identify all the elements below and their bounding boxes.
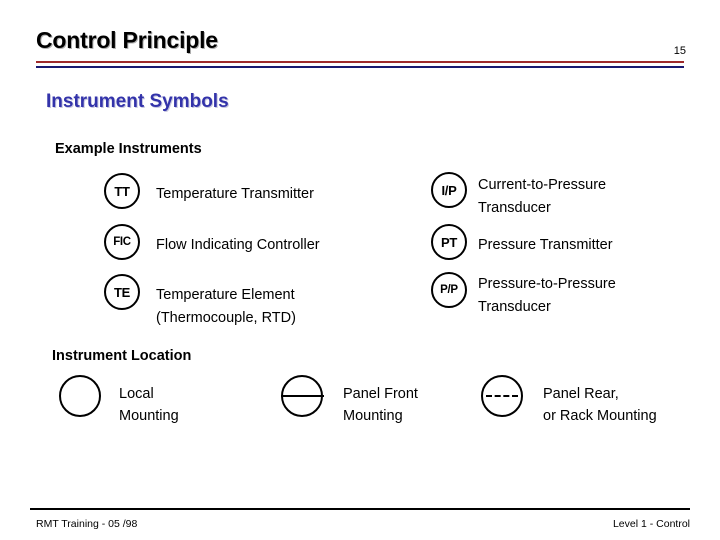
instrument-tag-label: TT bbox=[114, 183, 130, 199]
instrument-bubble-te: TE bbox=[104, 274, 140, 310]
instrument-bubble-fic: FIC bbox=[104, 224, 140, 260]
instrument-tag-label: PT bbox=[440, 234, 457, 250]
location-symbol-panel-front-icon bbox=[280, 375, 324, 417]
footer-left-text: RMT Training - 05 /98 bbox=[36, 518, 138, 530]
header-rule-navy bbox=[36, 66, 684, 68]
location-label-local-mounting: Local Mounting bbox=[119, 386, 179, 425]
subheading-example-instruments: Example Instruments bbox=[55, 141, 202, 157]
instrument-description-pp: Pressure-to-Pressure Transducer bbox=[478, 276, 616, 316]
instrument-description-ip: Current-to-Pressure Transducer bbox=[478, 177, 607, 217]
location-symbol-local-mounting-icon bbox=[59, 375, 101, 417]
page-number: 15 bbox=[673, 45, 686, 57]
location-label-panel-rear: Panel Rear, or Rack Mounting bbox=[543, 386, 657, 425]
instrument-tag-label: FIC bbox=[113, 236, 131, 248]
instrument-tag-label: TE bbox=[113, 284, 130, 300]
instrument-bubble-pt: PT bbox=[431, 224, 467, 260]
dashed-line-icon bbox=[486, 394, 518, 397]
header-rule-red bbox=[36, 61, 684, 63]
footer-rule bbox=[30, 508, 690, 510]
instrument-description-tt: Temperature Transmitter bbox=[156, 186, 314, 202]
instrument-bubble-ip: I/P bbox=[431, 172, 467, 208]
instrument-bubble-pp: P/P bbox=[431, 272, 467, 308]
instrument-description-fic: Flow Indicating Controller bbox=[156, 237, 320, 253]
solid-line-icon bbox=[280, 394, 324, 398]
instrument-description-pt: Pressure Transmitter bbox=[478, 237, 613, 253]
subheading-instrument-location: Instrument Location bbox=[52, 348, 192, 364]
footer-right-text: Level 1 - Control bbox=[612, 518, 690, 530]
instrument-tag-label: I/P bbox=[441, 182, 457, 198]
page-title: Control Principle bbox=[36, 27, 218, 53]
section-heading-instrument-symbols: Instrument Symbols bbox=[46, 91, 229, 112]
instrument-description-te: Temperature Element (Thermocouple, RTD) bbox=[156, 287, 296, 327]
location-label-panel-front: Panel Front Mounting bbox=[343, 386, 418, 425]
instrument-tag-label: P/P bbox=[440, 284, 458, 296]
instrument-bubble-tt: TT bbox=[104, 173, 140, 209]
location-symbol-panel-rear-icon bbox=[481, 375, 523, 417]
